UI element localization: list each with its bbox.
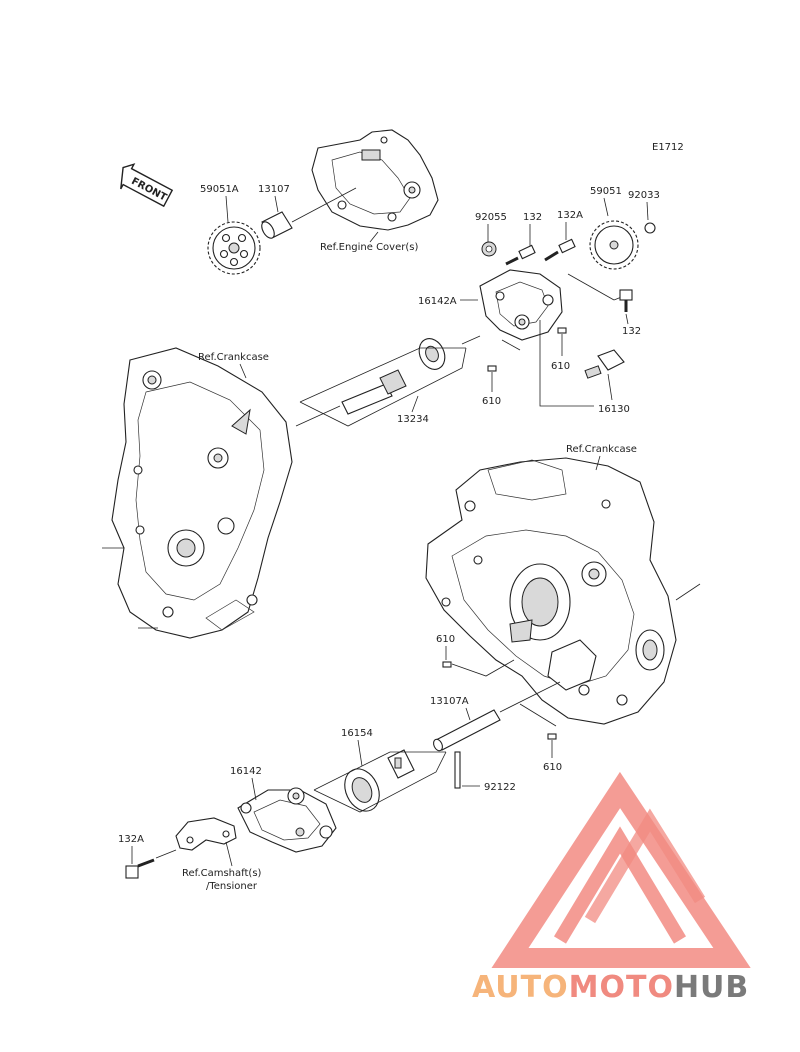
part-610-a: 610 <box>551 361 570 372</box>
ref-crankcase-left: Ref.Crankcase <box>198 352 269 363</box>
dowel-610-a <box>557 327 567 334</box>
dowel-610-c <box>487 365 497 372</box>
shaft-13234 <box>341 338 446 415</box>
pin-13107 <box>261 211 293 239</box>
gear-59051 <box>589 220 639 270</box>
part-16154: 16154 <box>341 728 373 739</box>
bolt-132A-top <box>544 238 576 262</box>
bolt-132A-bottom <box>125 858 155 879</box>
part-13234: 13234 <box>397 414 429 425</box>
part-132A-top: 132A <box>557 210 583 221</box>
part-59051A: 59051A <box>200 184 239 195</box>
bolt-132-top <box>505 244 536 266</box>
part-92055: 92055 <box>475 212 507 223</box>
dowel-610-b <box>547 733 557 740</box>
part-16142: 16142 <box>230 766 262 777</box>
front-arrow-icon: FRONT <box>120 163 174 208</box>
ref-crankcase-right: Ref.Crankcase <box>566 444 637 455</box>
clip-92033 <box>644 222 656 234</box>
pump-body-16142A <box>479 269 563 341</box>
ref-camshaft-line2: /Tensioner <box>206 881 258 892</box>
ref-camshaft-line1: Ref.Camshaft(s) <box>182 868 262 879</box>
part-16130: 16130 <box>598 404 630 415</box>
part-132-top: 132 <box>523 212 542 223</box>
part-59051: 59051 <box>590 186 622 197</box>
part-13107A: 13107A <box>430 696 469 707</box>
gear-59051A <box>207 221 261 275</box>
engine-cover <box>311 129 439 231</box>
rotor-16154 <box>344 749 415 812</box>
ref-engine-cover: Ref.Engine Cover(s) <box>320 242 418 253</box>
watermark-logo <box>491 771 751 968</box>
part-610-b: 610 <box>543 762 562 773</box>
part-610-d: 610 <box>436 634 455 645</box>
part-13107: 13107 <box>258 184 290 195</box>
crankcase-right <box>425 457 677 725</box>
part-16142A: 16142A <box>418 296 457 307</box>
part-132A-bottom: 132A <box>118 834 144 845</box>
crankcase-left <box>111 347 293 639</box>
part-92122: 92122 <box>484 782 516 793</box>
watermark-text: AUTOMOTOHUB <box>472 970 749 1005</box>
bolt-132-right <box>619 289 633 312</box>
fitting-16130 <box>584 349 625 379</box>
part-610-c: 610 <box>482 396 501 407</box>
pin-92122 <box>454 751 461 789</box>
diagram-code: E1712 <box>652 142 684 153</box>
part-92033: 92033 <box>628 190 660 201</box>
tensioner-plate <box>175 817 237 851</box>
pump-body-16142 <box>237 787 337 853</box>
part-132-right: 132 <box>622 326 641 337</box>
shaft-13107A <box>433 709 501 752</box>
dowel-610-d <box>442 661 452 668</box>
